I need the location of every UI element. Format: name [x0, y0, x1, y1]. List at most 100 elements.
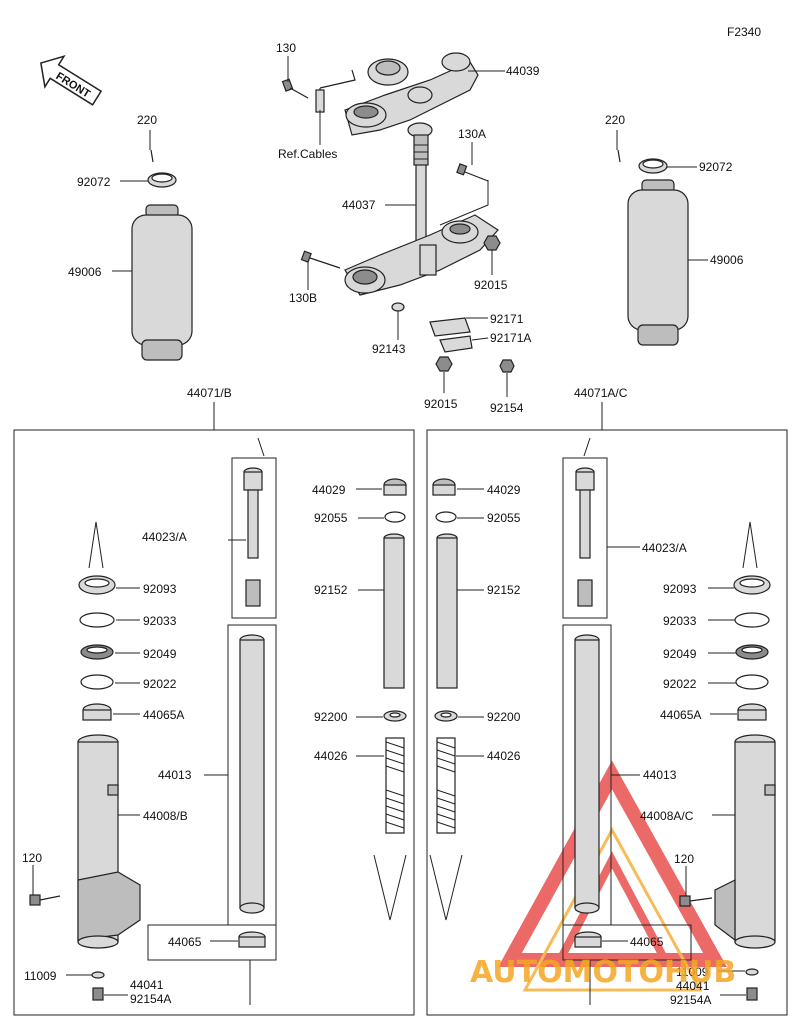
right-bolt-92154a	[746, 987, 758, 1001]
left-clip-92033	[79, 612, 115, 628]
label-right-220: 220	[605, 113, 625, 127]
label-right-92022: 92022	[663, 677, 697, 691]
label-left-44026: 44026	[314, 749, 348, 763]
left-boot-49006	[131, 204, 193, 361]
cable-guide	[315, 69, 356, 113]
right-bolt-120	[679, 895, 713, 907]
label-92171a: 92171A	[490, 331, 531, 345]
lower-clamp	[344, 214, 499, 296]
right-oring-92055	[435, 511, 457, 523]
left-oring-92055	[384, 511, 406, 523]
label-92171: 92171	[490, 312, 524, 326]
label-left-92049: 92049	[143, 647, 177, 661]
right-fork-panel	[426, 429, 788, 1016]
label-left-120: 120	[22, 851, 42, 865]
right-damper-rod-44023	[575, 467, 595, 607]
bolt-130a	[456, 163, 489, 182]
bolt-130	[281, 78, 309, 99]
label-left-92200: 92200	[314, 710, 348, 724]
label-92015-lower: 92015	[424, 397, 458, 411]
right-clip-92033	[734, 612, 770, 628]
left-bolt-92154a	[92, 987, 104, 1001]
figure-code: F2340	[727, 25, 761, 39]
label-left-92055: 92055	[314, 511, 348, 525]
label-130a: 130A	[458, 127, 486, 141]
left-damper-rod-44023	[243, 467, 263, 607]
label-left-11009: 11009	[24, 969, 57, 983]
left-clamp-screw-220	[150, 149, 154, 163]
label-left-92022: 92022	[143, 677, 177, 691]
label-130: 130	[276, 41, 296, 55]
front-arrow-icon: FRONT	[40, 54, 103, 106]
left-gasket-11009	[91, 971, 105, 979]
right-clamp-92072	[638, 158, 668, 174]
label-right-44008: 44008A/C	[640, 809, 694, 823]
left-clamp-92072	[147, 172, 177, 188]
label-right-120: 120	[674, 852, 694, 866]
label-left-44041: 44041	[130, 978, 164, 992]
left-washer-92200	[383, 710, 407, 722]
label-92154: 92154	[490, 401, 524, 415]
label-left-44023: 44023/A	[142, 530, 187, 544]
nut-92015-lower	[435, 356, 453, 372]
label-ref-cables: Ref.Cables	[278, 147, 337, 161]
left-bolt-120	[29, 894, 61, 906]
label-right-44041: 44041	[676, 979, 710, 993]
label-right-44065: 44065	[630, 935, 664, 949]
label-44039: 44039	[506, 64, 540, 78]
label-right-44013: 44013	[643, 768, 677, 782]
left-bush-44065a	[82, 703, 112, 721]
label-left-92033: 92033	[143, 614, 177, 628]
left-outer-tube-44008	[77, 734, 141, 949]
label-left-44029: 44029	[312, 483, 346, 497]
left-cap-44029	[383, 478, 407, 496]
label-130b: 130B	[289, 291, 317, 305]
label-right-92049: 92049	[663, 647, 697, 661]
right-bush-44065	[574, 931, 602, 948]
label-left-44065: 44065	[168, 935, 202, 949]
right-cap-44029	[432, 478, 456, 496]
bolt-130b	[300, 250, 341, 269]
label-right-92093: 92093	[663, 582, 697, 596]
label-right-11009: 11009	[676, 965, 709, 979]
right-washer-92200	[434, 710, 458, 722]
label-right-92152: 92152	[487, 583, 521, 597]
label-right-44065a: 44065A	[660, 708, 701, 722]
label-right-assembly: 44071A/C	[574, 386, 628, 400]
right-clamp-screw-220	[617, 149, 621, 163]
right-spring-44026	[436, 737, 456, 834]
right-gasket-11009	[745, 968, 759, 976]
right-washer-92022	[735, 674, 769, 690]
label-right-49006: 49006	[710, 253, 744, 267]
right-bush-44065a	[737, 703, 767, 721]
left-bush-44065	[238, 931, 266, 948]
label-right-92055: 92055	[487, 511, 521, 525]
bracket-92171	[429, 317, 473, 353]
left-spring-44026	[385, 737, 405, 834]
left-seal-92093	[78, 575, 116, 595]
label-left-44013: 44013	[158, 768, 192, 782]
label-right-92154a: 92154A	[670, 993, 711, 1007]
watermark-text: AUTOMOTOHUB	[470, 955, 736, 990]
label-92015-upper: 92015	[474, 278, 508, 292]
left-seal-92049	[80, 644, 114, 660]
label-left-92152: 92152	[314, 583, 348, 597]
label-44037: 44037	[342, 198, 376, 212]
upper-clamp-44039	[344, 52, 479, 138]
label-left-92154a: 92154A	[130, 992, 171, 1006]
label-right-44023: 44023/A	[642, 541, 687, 555]
label-right-92033: 92033	[663, 614, 697, 628]
left-spacer-92152	[383, 533, 405, 689]
label-left-220: 220	[137, 113, 157, 127]
left-inner-tube-44013	[239, 634, 265, 914]
label-left-49006: 49006	[68, 265, 102, 279]
right-boot-49006	[627, 179, 689, 346]
label-left-assembly: 44071/B	[187, 386, 232, 400]
label-right-92200: 92200	[487, 710, 521, 724]
label-92143: 92143	[372, 342, 406, 356]
right-seal-92093	[733, 575, 771, 595]
label-right-44029: 44029	[487, 483, 521, 497]
left-washer-92022	[80, 674, 114, 690]
washer-92143	[391, 302, 405, 312]
